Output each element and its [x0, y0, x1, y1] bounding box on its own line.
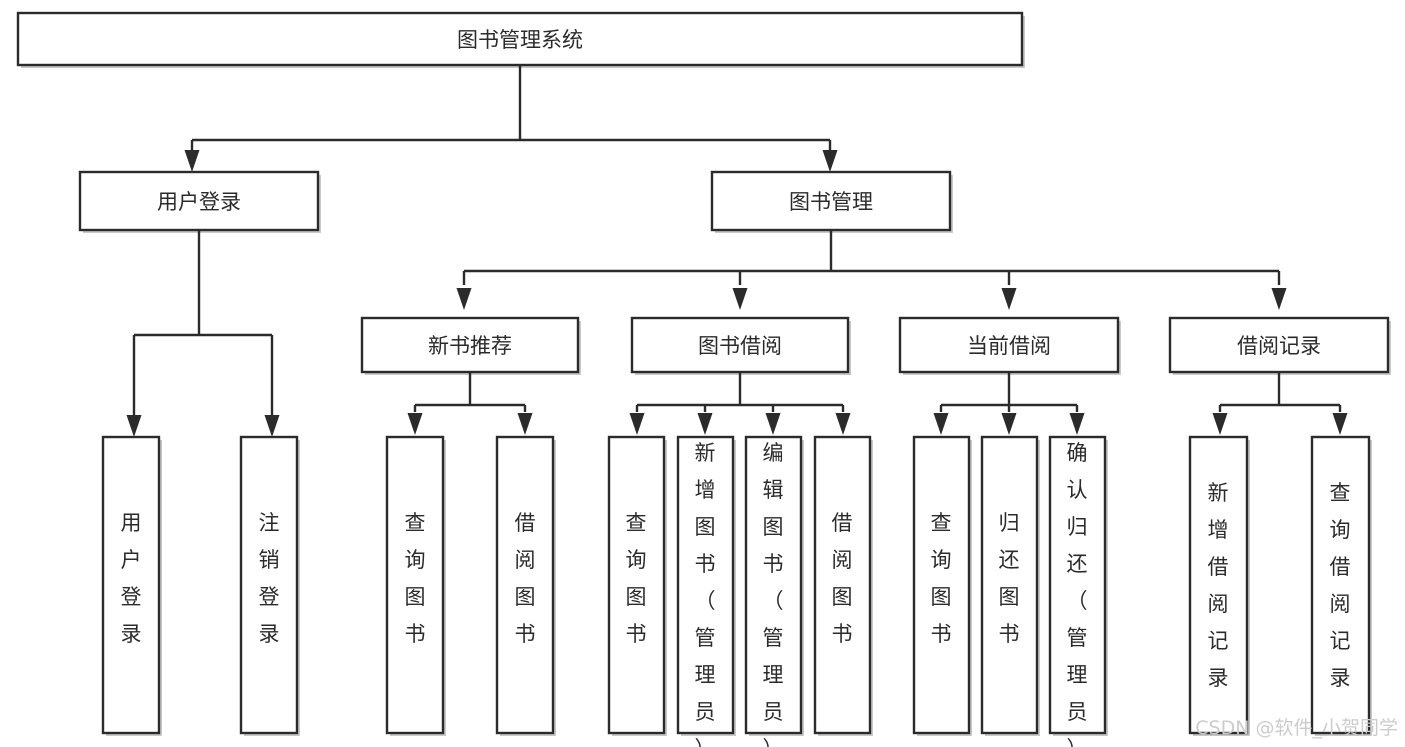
leaf-query-book-recommend[interactable]: 查询图书: [385, 435, 446, 736]
arrow-to-book-borrow: [732, 288, 748, 310]
node-book-borrow-label: 图书借阅: [698, 334, 782, 358]
leaf-borrow-book-borrow[interactable]: 借阅图书: [813, 435, 873, 736]
arrow-to-borrow-record: [1271, 288, 1287, 310]
arrow-to-leaf-borrow-book-b: [835, 413, 851, 435]
arrow-to-leaf-borrow-book-a: [517, 413, 533, 435]
node-current-borrow-label: 当前借阅: [967, 334, 1051, 358]
leaf-user-login[interactable]: 用户登录: [101, 435, 162, 736]
node-borrow-record[interactable]: 借阅记录: [1168, 316, 1391, 375]
leaf-user-logout-label: 注销登录: [259, 511, 280, 646]
leaf-borrow-book-borrow-label: 借阅图书: [832, 511, 853, 646]
leaf-query-borrow-record-label: 查询借阅记录: [1330, 481, 1351, 690]
arrow-to-leaf-user-logout: [264, 415, 280, 437]
node-current-borrow[interactable]: 当前借阅: [898, 316, 1121, 375]
arrow-to-current-borrow: [1001, 288, 1017, 310]
leaf-query-book-current-label: 查询图书: [931, 511, 952, 646]
node-user-login[interactable]: 用户登录: [78, 170, 321, 233]
arrow-to-leaf-return-book: [1001, 413, 1017, 435]
leaf-edit-book[interactable]: 编辑图书（管理员）: [744, 435, 804, 747]
node-root-label: 图书管理系统: [457, 28, 583, 52]
leaf-add-book[interactable]: 新增图书（管理员）: [676, 435, 736, 747]
arrow-to-new-book-recommend: [456, 288, 472, 310]
leaf-query-book-borrow[interactable]: 查询图书: [607, 435, 667, 736]
arrow-to-book-management: [822, 150, 838, 172]
leaf-query-book-recommend-label: 查询图书: [405, 511, 426, 646]
arrow-to-user-login: [184, 150, 200, 172]
leaf-query-book-current[interactable]: 查询图书: [912, 435, 972, 736]
arrow-to-leaf-add-record: [1212, 413, 1228, 435]
arrow-to-leaf-query-book-a: [407, 413, 423, 435]
leaf-query-borrow-record[interactable]: 查询借阅记录: [1310, 435, 1372, 736]
leaf-user-logout[interactable]: 注销登录: [239, 435, 300, 736]
arrow-to-leaf-user-login: [126, 415, 142, 437]
node-book-management-label: 图书管理: [789, 190, 873, 214]
node-new-book-recommend-label: 新书推荐: [428, 334, 512, 358]
arrow-to-leaf-query-record: [1332, 413, 1348, 435]
node-user-login-label: 用户登录: [157, 190, 241, 214]
arrow-to-leaf-add-book: [697, 413, 713, 435]
leaf-borrow-book-recommend-label: 借阅图书: [515, 511, 536, 646]
leaf-confirm-return-label: 确认归还（管理员）: [1067, 441, 1088, 747]
leaf-confirm-return[interactable]: 确认归还（管理员）: [1048, 435, 1108, 747]
arrow-to-leaf-query-book-c: [933, 413, 949, 435]
leaf-return-book[interactable]: 归还图书: [980, 435, 1040, 736]
arrow-to-leaf-edit-book: [765, 413, 781, 435]
leaf-query-book-borrow-label: 查询图书: [626, 511, 647, 646]
leaf-user-login-label: 用户登录: [121, 511, 142, 646]
node-new-book-recommend[interactable]: 新书推荐: [360, 316, 581, 375]
node-book-borrow[interactable]: 图书借阅: [630, 316, 851, 375]
leaf-add-borrow-record[interactable]: 新增借阅记录: [1188, 435, 1250, 736]
leaf-return-book-label: 归还图书: [999, 511, 1020, 646]
node-root-system[interactable]: 图书管理系统: [16, 11, 1025, 68]
arrow-to-leaf-query-book-b: [629, 413, 645, 435]
node-book-management[interactable]: 图书管理: [710, 170, 953, 233]
leaf-edit-book-label: 编辑图书（管理员）: [763, 441, 784, 747]
csdn-watermark: CSDN @软件_小贺同学: [1195, 717, 1398, 739]
node-borrow-record-label: 借阅记录: [1237, 334, 1321, 358]
arrow-to-leaf-confirm-return: [1069, 413, 1085, 435]
leaf-borrow-book-recommend[interactable]: 借阅图书: [495, 435, 556, 736]
leaf-add-borrow-record-label: 新增借阅记录: [1208, 481, 1229, 690]
leaf-add-book-label: 新增图书（管理员）: [695, 441, 716, 747]
